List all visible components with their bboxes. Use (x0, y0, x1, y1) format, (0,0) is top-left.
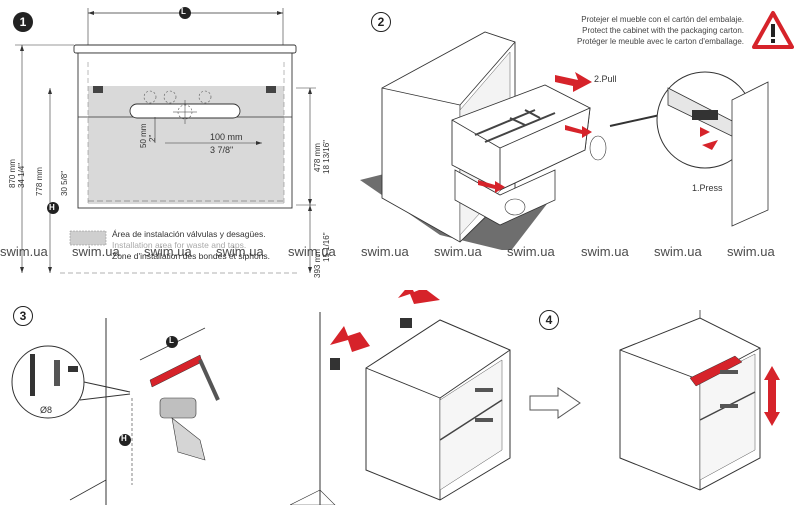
dim-H-circle-1 (47, 202, 59, 214)
warning-fr: Protéger le meuble avec le carton d'emba… (577, 37, 744, 46)
watermark-5: swim.ua (288, 244, 336, 259)
dim-L-label: L (181, 7, 186, 16)
dim-478mm: 478 mm (313, 143, 322, 172)
dim-H-label-1: H (49, 203, 55, 212)
dim-18in: 18 13/16" (322, 140, 331, 174)
step-4-badge: 4 (539, 310, 559, 330)
step-1-drawing (15, 7, 316, 274)
mount-drawing (290, 290, 511, 505)
watermark-2: swim.ua (72, 244, 120, 259)
drill-size-label: Ø8 (40, 405, 53, 415)
rail-highlight (689, 355, 743, 387)
legend-fr: Zone d'installation des bondes et siphon… (112, 251, 271, 261)
dim-L-circle (179, 7, 191, 19)
dim-34in: 34 1/4" (17, 162, 26, 188)
dim-L-label-2: L (169, 336, 174, 345)
dim-3in: 3 7/8" (210, 145, 234, 155)
dim-50mm: 50 mm (139, 123, 148, 148)
step-3-drawing (11, 318, 220, 505)
hanging-rail (149, 354, 203, 388)
legend-en: Installation area for waste and taps. (112, 240, 247, 250)
watermark-11: swim.ua (727, 244, 775, 259)
step-3-badge: 3 (13, 306, 33, 326)
watermark-9: swim.ua (581, 244, 629, 259)
dim-778mm: 778 mm (35, 167, 44, 196)
adjust-arrow (764, 366, 780, 426)
next-arrow-icon (529, 387, 581, 419)
warning-en: Protect the cabinet with the packaging c… (582, 26, 744, 35)
watermark-1: swim.ua (0, 244, 48, 259)
watermark-3: swim.ua (144, 244, 192, 259)
watermark-7: swim.ua (434, 244, 482, 259)
warning-triangle-icon (752, 11, 794, 49)
worktop (73, 44, 297, 54)
dim-2in: 2" (148, 134, 157, 142)
legend-swatch (69, 230, 107, 246)
watermark-6: swim.ua (361, 244, 409, 259)
step-2-drawing (360, 31, 769, 250)
dim-H-label-2: H (121, 434, 127, 443)
warning-text: Protejer el mueble con el cartón del emb… (577, 14, 744, 47)
warning-es: Protejer el mueble con el cartón del emb… (581, 15, 744, 24)
step-2-badge: 2 (371, 12, 391, 32)
step-1-badge: 1 (13, 12, 33, 32)
step-4-drawing (619, 310, 780, 491)
mount-arrow-2 (398, 290, 440, 304)
legend-es: Área de instalación válvulas y desagües. (112, 229, 266, 239)
dim-H-circle-2 (119, 434, 131, 446)
pull-arrow (555, 72, 592, 92)
legend-text: Área de instalación válvulas y desagües.… (112, 229, 270, 262)
dim-L-circle-2 (166, 336, 178, 348)
watermark-8: swim.ua (507, 244, 555, 259)
pull-label: 2.Pull (594, 74, 617, 84)
press-label: 1.Press (692, 183, 723, 193)
dim-870mm: 870 mm (8, 159, 17, 188)
dim-100mm: 100 mm (210, 132, 243, 142)
dim-30in: 30 5/8" (60, 170, 69, 196)
mount-arrow-1 (330, 326, 370, 352)
watermark-4: swim.ua (216, 244, 264, 259)
watermark-10: swim.ua (654, 244, 702, 259)
